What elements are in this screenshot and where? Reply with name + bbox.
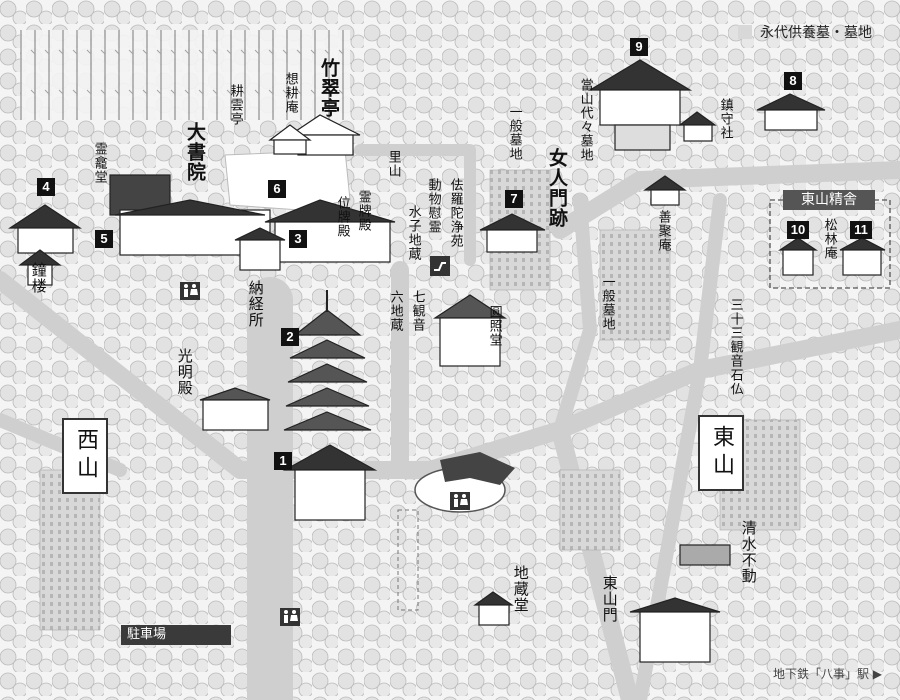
label-satoyama: 里山 <box>385 150 401 178</box>
label-nyonin-mon: 女人門跡 <box>545 148 568 228</box>
marker-1[interactable]: 1 <box>274 452 292 470</box>
label-chikusui-tei: 竹翠亭 <box>317 58 340 118</box>
elevator-icon <box>430 256 450 276</box>
label-chinju-sha: 鎮守社 <box>717 98 733 140</box>
label-sanjuusan-kannon: 三十三観音石仏 <box>727 298 743 396</box>
parking-label: 駐車場 <box>121 625 231 645</box>
label-shimizu-fudou: 清水不動 <box>739 520 758 584</box>
label-reihai-den: 霊牌殿 <box>355 190 371 232</box>
label-shourou: 鐘楼 <box>29 262 48 294</box>
marker-11[interactable]: 11 <box>850 221 872 239</box>
label-reigan-dou: 霊龕堂 <box>91 142 107 184</box>
label-noukyou-jo: 納経所 <box>246 280 265 328</box>
label-mizuko-jizou: 水子地蔵 <box>405 205 421 261</box>
restroom-icon <box>450 492 470 510</box>
label-ippan-bochi-2: 一般墓地 <box>599 275 615 331</box>
label-kouun-tei: 耕雲亭 <box>227 84 243 126</box>
marker-5[interactable]: 5 <box>95 230 113 248</box>
label-shourin-an: 松林庵 <box>821 218 837 260</box>
label-shichikannon: 七観音 <box>409 290 425 332</box>
label-rokujizou: 六地蔵 <box>387 290 403 332</box>
marker-3[interactable]: 3 <box>289 230 307 248</box>
station-link[interactable]: 地下鉄「八事」駅 ▶ <box>772 667 882 681</box>
label-higashiyama-mon: 東山門 <box>600 575 619 623</box>
label-touzan-daidai: 當山代々墓地 <box>577 78 593 162</box>
marker-10[interactable]: 10 <box>787 221 809 239</box>
restroom-icon <box>180 282 200 300</box>
marker-7[interactable]: 7 <box>505 190 523 208</box>
label-hora-jouen: 佉羅陀浄苑 <box>447 178 463 248</box>
label-jizou-dou: 地蔵堂 <box>511 565 530 613</box>
label-ennshou-dou: 圓照堂 <box>486 305 502 347</box>
marker-8[interactable]: 8 <box>784 72 802 90</box>
marker-2[interactable]: 2 <box>281 328 299 346</box>
label-doubutsu-irei: 動物慰霊 <box>425 178 441 234</box>
label-daishoin: 大書院 <box>183 122 206 182</box>
label-koumyou-den: 光明殿 <box>175 348 194 396</box>
label-ihai-den: 位牌殿 <box>334 196 350 238</box>
higashiyama-label: 東山 <box>698 415 744 491</box>
marker-6[interactable]: 6 <box>268 180 286 198</box>
marker-4[interactable]: 4 <box>37 178 55 196</box>
label-sokou-an: 想耕庵 <box>282 72 298 114</box>
nishiyama-label: 西山 <box>62 418 108 494</box>
legend: 永代供養墓・墓地 <box>738 22 872 42</box>
higashiyama-shousha-header: 東山精舎 <box>783 190 875 210</box>
label-ippan-bochi-1: 一般墓地 <box>506 105 522 161</box>
restroom-icon <box>280 608 300 626</box>
legend-label: 永代供養墓・墓地 <box>760 25 872 41</box>
legend-swatch <box>738 25 752 39</box>
label-zenju-an: 善聚庵 <box>655 210 671 252</box>
marker-9[interactable]: 9 <box>630 38 648 56</box>
